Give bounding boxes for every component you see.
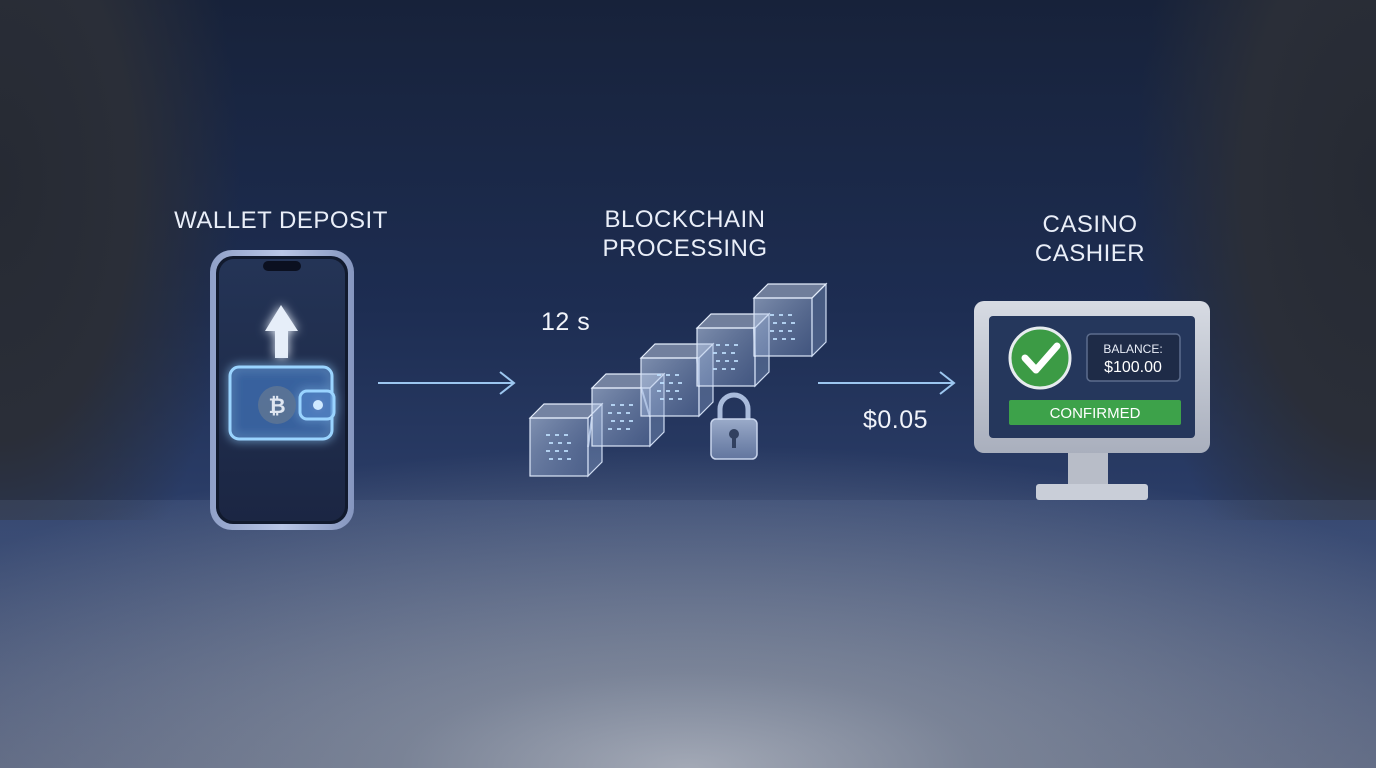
bitcoin-icon: ₿	[258, 386, 296, 424]
confirmed-status-text: CONFIRMED	[1050, 405, 1141, 422]
confirmed-status-bar: CONFIRMED	[1009, 400, 1181, 425]
arrow-right-icon	[378, 371, 516, 395]
checkmark-icon	[1008, 326, 1072, 390]
cashier-title-line1: CASINO	[1042, 211, 1138, 238]
chain-link	[587, 416, 593, 448]
balance-value: $100.00	[1104, 359, 1162, 376]
upload-arrow-icon	[265, 305, 298, 358]
blockchain-cube-icon	[528, 282, 828, 478]
blockchain-cube	[639, 342, 715, 418]
balance-box: BALANCE: $100.00	[1086, 333, 1181, 382]
blockchain-title-line2: PROCESSING	[602, 235, 768, 262]
arrow-right-icon	[818, 371, 956, 395]
blockchain-title-line1: BLOCKCHAIN	[604, 206, 766, 233]
casino-cashier-title: CASINO CASHIER	[1010, 210, 1170, 268]
wallet-deposit-title: WALLET DEPOSIT	[170, 206, 392, 235]
blockchain-processing-title: BLOCKCHAIN PROCESSING	[580, 205, 790, 263]
svg-text:₿: ₿	[268, 394, 285, 418]
balance-label: BALANCE:	[1103, 342, 1162, 356]
cashier-title-line2: CASHIER	[1034, 240, 1146, 267]
transaction-fee-label: $0.05	[863, 406, 929, 434]
blockchain-cube	[752, 282, 828, 358]
wallet-deposit-title-text: WALLET DEPOSIT	[174, 207, 388, 234]
floor-shine	[0, 500, 1376, 768]
padlock-icon	[710, 392, 758, 460]
processing-time-label: 12 s	[541, 308, 591, 336]
blockchain-cube	[528, 402, 604, 478]
